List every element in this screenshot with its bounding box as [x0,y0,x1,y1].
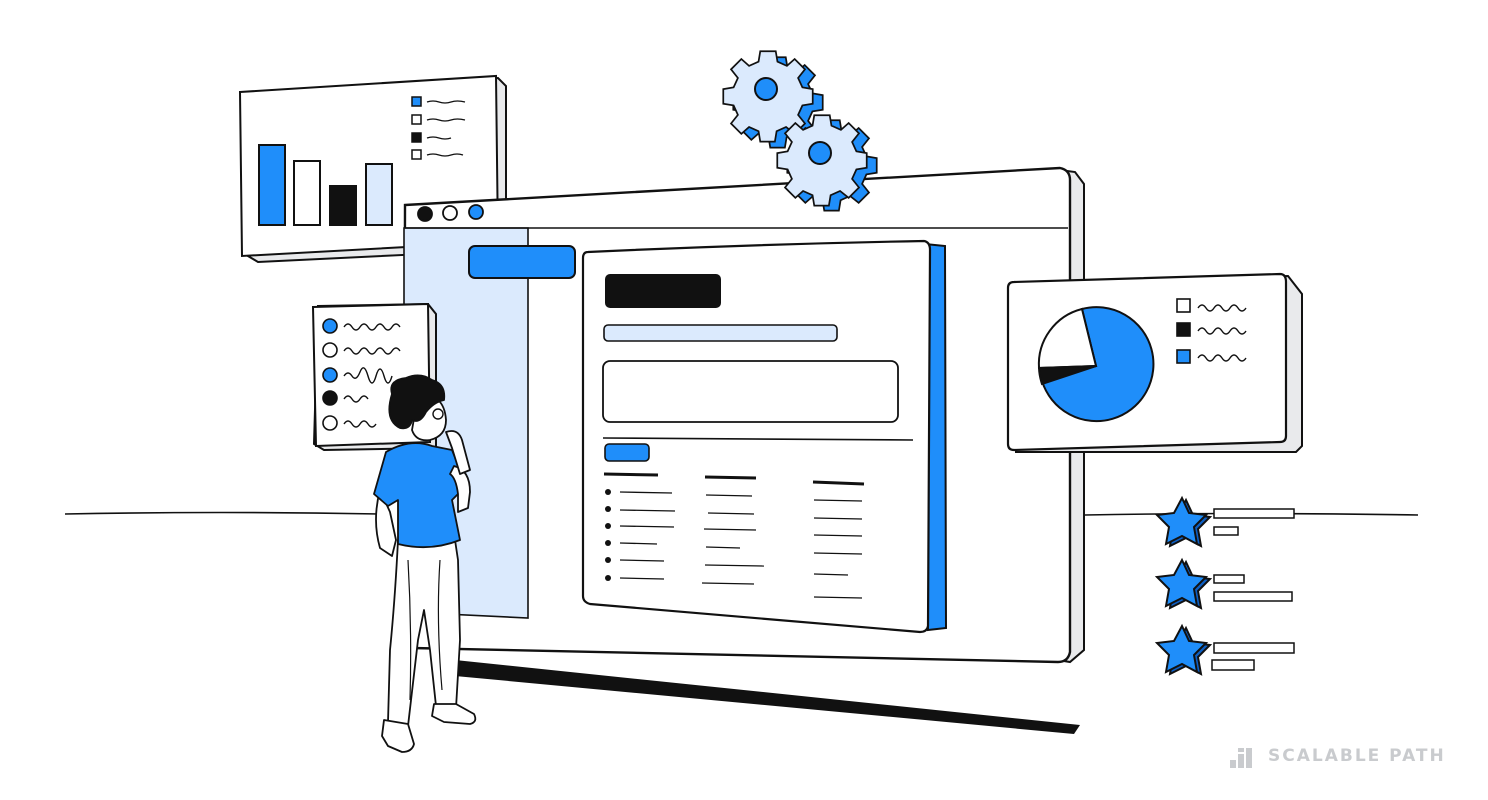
bar-steps-icon [1230,748,1252,768]
horizon-line-left [64,511,381,515]
pie-legend-swatch-blue [1176,349,1191,364]
bar-white [293,160,321,226]
person-hair [388,374,446,430]
table-header-3 [812,480,865,486]
pie-slice-blue [1040,306,1155,423]
table-rows [619,491,863,599]
person-shirt [373,442,461,549]
rating-bar-1b [1213,526,1239,536]
legend-swatch-white [411,114,422,125]
list-item-dot-1 [322,318,338,334]
legend-swatch-white-2 [411,149,422,160]
sidebar-primary-button[interactable] [468,245,576,279]
pie-slice-black [1037,365,1097,386]
card-action-button[interactable] [604,443,650,462]
person-arm-left [375,489,397,557]
card-title-block [605,274,721,308]
list-item-dot-3 [322,367,338,383]
rating-bar-2a [1213,574,1245,584]
brand-name: SCALABLE PATH [1268,746,1446,766]
glasses-icon [432,408,444,420]
bar-black [329,185,357,226]
star-icon [1154,623,1213,676]
monitor-stand-shadow [455,660,1080,734]
bar-light-blue [365,163,393,226]
pie-legend-swatch-white [1176,298,1191,313]
gear-icon-bottom [776,114,878,212]
star-icon [1154,495,1213,548]
table-header-1 [603,472,659,477]
legend-swatch-black [411,132,422,143]
table-bullets [605,489,611,581]
card-subtitle-bar [603,324,838,342]
bar-blue [258,144,286,226]
pie-legend-swatch-black [1176,322,1191,337]
list-item-dot-4 [322,390,338,406]
card-text-area[interactable] [602,360,899,423]
rating-bar-1a [1213,508,1295,519]
rating-bar-3a [1213,642,1295,654]
content-card [581,239,948,634]
person-shoe-right [431,703,477,725]
list-item-dot-5 [322,415,338,431]
person-shoe-left [381,719,415,753]
legend-swatch-blue [411,96,422,107]
table-header-2 [704,475,757,480]
rating-bar-2b [1213,591,1293,602]
gear-icon-top [722,50,824,149]
window-maximize-dot[interactable] [468,204,484,220]
list-item-dot-2 [322,342,338,358]
rating-bar-3b [1211,659,1255,671]
window-close-dot[interactable] [417,206,433,222]
ratings-group [1154,495,1295,676]
pie-chart-widget [1006,272,1303,453]
person-illustration [373,374,477,753]
star-icon [1154,557,1213,610]
window-minimize-dot[interactable] [442,205,458,221]
pie-slice-white [1037,307,1098,370]
